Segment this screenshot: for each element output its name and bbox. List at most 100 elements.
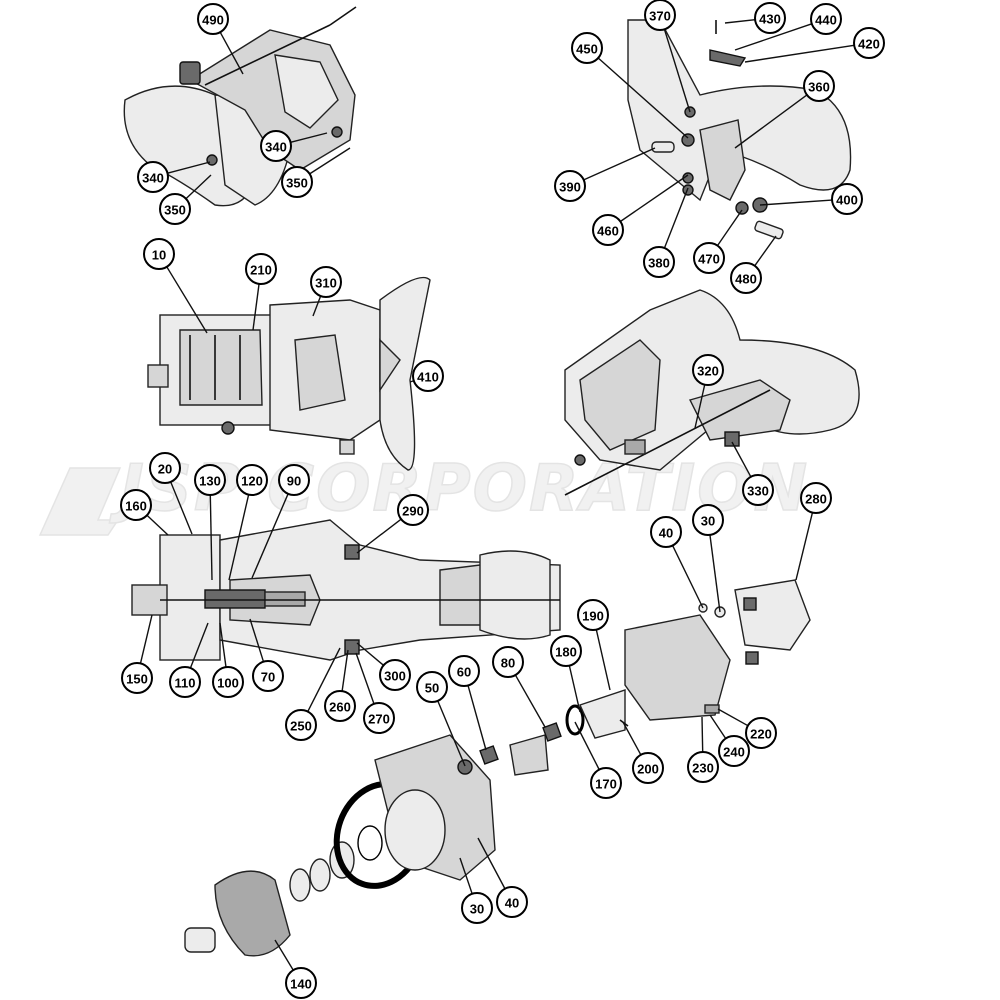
callout-label: 400 (836, 193, 858, 208)
callout-400: 400 (759, 183, 863, 215)
callout-label: 240 (723, 745, 745, 760)
callout-170: 170 (574, 721, 622, 799)
callout-label: 420 (858, 37, 880, 52)
callout-leader (597, 57, 689, 139)
callout-leader (663, 29, 691, 113)
callout-300: 300 (356, 642, 411, 691)
callout-label: 380 (648, 256, 670, 271)
callout-160: 160 (120, 489, 169, 536)
callout-bubble (448, 655, 480, 687)
callout-label: 440 (815, 13, 837, 28)
callout-label: 280 (805, 492, 827, 507)
callout-bubble (550, 635, 582, 667)
callout-90: 90 (251, 464, 310, 579)
callout-bubble (643, 246, 675, 278)
callout-label: 200 (637, 762, 659, 777)
callout-leader (309, 147, 351, 175)
callout-label: 370 (649, 9, 671, 24)
callout-label: 490 (202, 13, 224, 28)
callout-bubble (412, 360, 444, 392)
callout-leader (734, 94, 808, 149)
callout-bubble (687, 751, 719, 783)
callout-leader (622, 721, 642, 756)
callout-30: 30 (692, 504, 724, 613)
callout-bubble (363, 702, 395, 734)
callout-bubble (137, 161, 169, 193)
callout-leader (759, 199, 833, 206)
callout-leader (694, 384, 706, 429)
callout-label: 170 (595, 777, 617, 792)
callout-190: 190 (577, 599, 611, 691)
callout-leader (167, 161, 211, 174)
callout-bubble (592, 214, 624, 246)
callout-label: 320 (697, 364, 719, 379)
callout-label: 480 (735, 272, 757, 287)
callout-label: 150 (126, 672, 148, 687)
callout-label: 470 (698, 252, 720, 267)
callout-leader (595, 629, 611, 691)
callout-140: 140 (274, 939, 317, 999)
callout-340: 340 (260, 130, 328, 162)
callout-130: 130 (194, 464, 226, 581)
callout-430: 430 (724, 2, 786, 34)
callout-leader (477, 837, 506, 890)
callout-40: 40 (650, 516, 704, 609)
callout-leader (716, 209, 743, 247)
callout-label: 60 (457, 665, 471, 680)
callout-label: 330 (747, 484, 769, 499)
callout-150: 150 (121, 614, 153, 694)
callout-label: 260 (329, 700, 351, 715)
callout-leader (514, 674, 546, 728)
callout-420: 420 (744, 27, 885, 63)
callout-leader (166, 266, 208, 334)
callout-label: 40 (505, 896, 519, 911)
callout-bubble (632, 752, 664, 784)
callout-label: 340 (265, 140, 287, 155)
callout-label: 250 (290, 719, 312, 734)
callout-label: 20 (158, 462, 172, 477)
callout-leader (583, 147, 656, 181)
callout-leader (356, 642, 384, 666)
callout-label: 190 (582, 609, 604, 624)
callout-bubble (745, 717, 777, 749)
callout-bubble (461, 892, 493, 924)
callout-460: 460 (592, 174, 689, 246)
callout-bubble (285, 967, 317, 999)
callout-250: 250 (285, 647, 341, 741)
callout-leader (709, 534, 721, 613)
callout-290: 290 (356, 494, 429, 554)
callout-390: 390 (554, 147, 656, 202)
callout-bubble (252, 660, 284, 692)
callout-50: 50 (416, 671, 466, 767)
callout-leader (170, 481, 193, 535)
callout-leader (252, 283, 260, 331)
callout-label: 230 (692, 761, 714, 776)
callout-leader (437, 700, 466, 767)
callout-310: 310 (310, 266, 342, 317)
callout-bubble (692, 354, 724, 386)
callout-label: 450 (576, 42, 598, 57)
callout-bubble (143, 238, 175, 270)
callout-120: 120 (228, 464, 268, 581)
callout-label: 100 (217, 676, 239, 691)
callout-bubble (554, 170, 586, 202)
callout-bubble (324, 690, 356, 722)
callout-label: 50 (425, 681, 439, 696)
callout-110: 110 (169, 622, 209, 698)
callout-490: 490 (197, 3, 244, 75)
callout-label: 110 (175, 676, 196, 691)
pump-side-view (147, 276, 431, 471)
callout-leader (619, 174, 689, 223)
callout-leader (219, 31, 244, 75)
callout-leader (307, 647, 341, 712)
callout-210: 210 (245, 253, 277, 331)
callout-label: 350 (286, 176, 308, 191)
callout-bubble (730, 262, 762, 294)
callout-label: 140 (290, 977, 312, 992)
callout-label: 460 (597, 224, 619, 239)
callout-bubble (197, 3, 229, 35)
callout-30: 30 (459, 857, 493, 924)
callout-370: 370 (644, 0, 691, 113)
callout-leader (249, 618, 265, 662)
